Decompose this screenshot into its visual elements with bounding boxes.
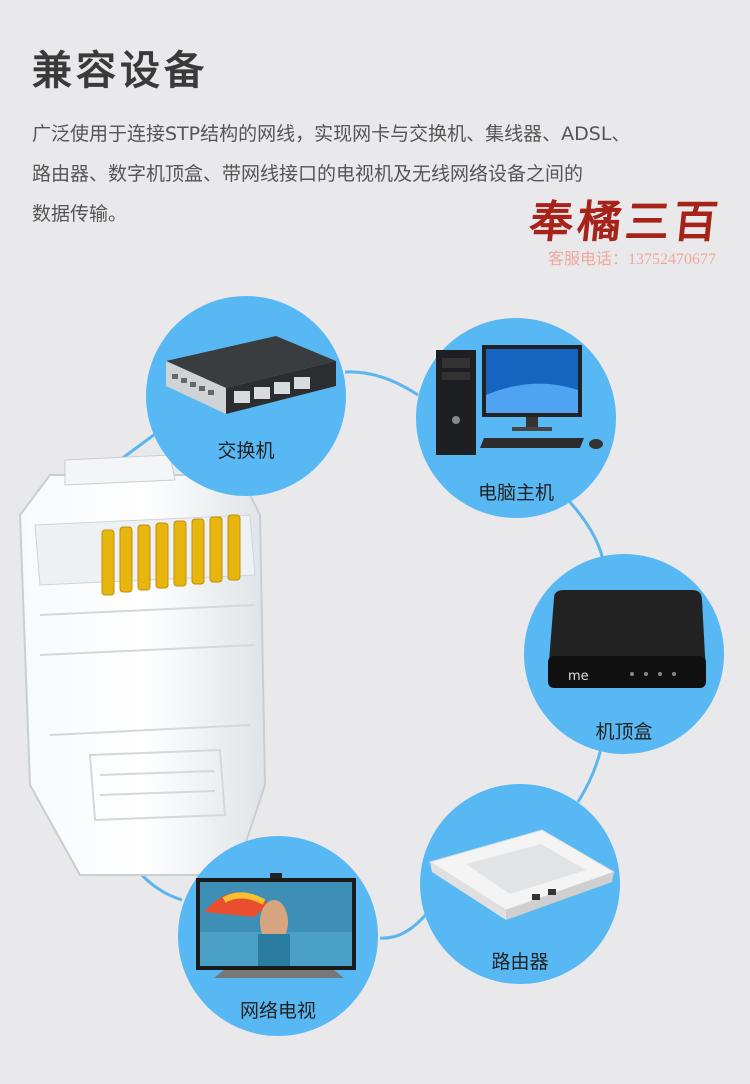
description: 广泛使用于连接STP结构的网线，实现网卡与交换机、集线器、ADSL、 路由器、数… — [32, 114, 732, 234]
svg-text:me: me — [568, 669, 589, 684]
description-line: 广泛使用于连接STP结构的网线，实现网卡与交换机、集线器、ADSL、 — [32, 123, 631, 145]
customer-hotline: 客服电话：13752470677 — [548, 251, 717, 268]
router-icon — [428, 829, 616, 920]
rj45-connector-icon — [18, 455, 267, 876]
device-label: 电脑主机 — [477, 482, 554, 504]
desktop-computer-icon — [436, 345, 603, 455]
description-line: 数据传输。 — [32, 203, 128, 225]
tv-icon — [196, 873, 356, 978]
page-title: 兼容设备 — [32, 48, 208, 94]
device-pc: 电脑主机 — [416, 318, 616, 518]
device-stb: me 机顶盒 — [524, 554, 724, 754]
device-label: 网络电视 — [239, 1000, 316, 1022]
description-line: 路由器、数字机顶盒、带网线接口的电视机及无线网络设备之间的 — [32, 163, 584, 185]
device-label: 路由器 — [491, 951, 549, 973]
device-label: 交换机 — [217, 440, 275, 462]
device-tv: 网络电视 — [178, 836, 378, 1036]
device-switch: 交换机 — [146, 296, 346, 496]
set-top-box-icon: me — [548, 590, 706, 688]
device-router: 路由器 — [420, 784, 620, 984]
device-label: 机顶盒 — [595, 721, 653, 743]
network-switch-icon — [166, 336, 336, 414]
